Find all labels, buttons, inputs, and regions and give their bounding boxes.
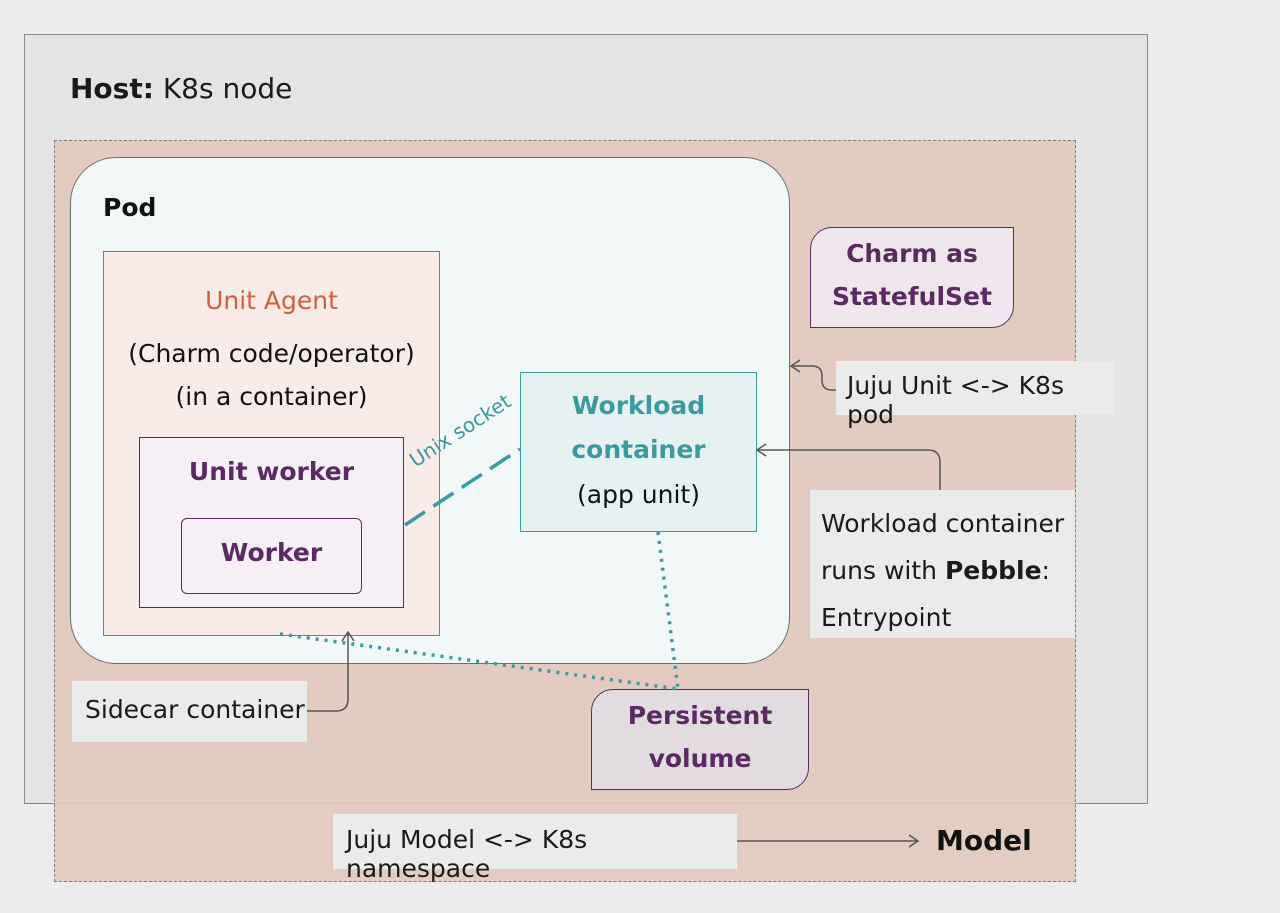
charm-label-line1: Charm as	[846, 239, 978, 268]
worker-label: Worker	[220, 538, 323, 567]
workload-title-line2: container	[571, 435, 706, 464]
persistent-volume-line2: volume	[648, 744, 752, 773]
persistent-volume-box	[591, 689, 809, 790]
charm-statefulset-box	[810, 227, 1014, 328]
volume-link-workload	[656, 531, 680, 690]
note-unit-pod: Juju Unit <-> K8s pod	[836, 361, 1114, 429]
workload-subtitle: (app unit)	[577, 480, 700, 509]
arrow-unit-to-pod	[792, 365, 836, 391]
workload-container-box	[520, 372, 757, 532]
note-workload-line2: runs with Pebble:	[821, 556, 1050, 585]
note-workload-line1: Workload container	[821, 509, 1065, 538]
unit-agent-subtitle-charm-code: (Charm code/operator)	[128, 339, 415, 368]
unit-worker-title: Unit worker	[188, 457, 355, 486]
charm-label-line2: StatefulSet	[832, 282, 992, 311]
workload-title-line1: Workload	[571, 391, 706, 420]
arrow-pebble-to-workload	[758, 449, 941, 490]
arrowhead-namespace-to-model	[908, 834, 920, 848]
model-label: Model	[936, 824, 1032, 857]
note-model-namespace: Juju Model <-> K8s namespace	[333, 814, 737, 883]
unit-agent-title: Unit Agent	[205, 286, 338, 315]
worker-box	[181, 518, 362, 594]
note-workload-pebble: Workload container runs with Pebble: Entry…	[810, 490, 1075, 638]
arrowhead-pebble-to-workload	[755, 443, 767, 457]
arrowhead-unit-to-pod	[789, 359, 801, 373]
unit-agent-subtitle-container: (in a container)	[175, 382, 368, 411]
arrowhead-sidecar-to-agent	[341, 630, 355, 642]
note-workload-line3: Entrypoint	[821, 603, 952, 632]
persistent-volume-line1: Persistent	[627, 701, 773, 730]
volume-link-agent	[279, 632, 679, 691]
note-sidecar: Sidecar container	[72, 681, 307, 742]
arrow-sidecar-to-agent	[307, 633, 349, 712]
unix-socket-link	[404, 447, 521, 527]
pod-title: Pod	[103, 193, 157, 222]
host-title: Host: K8s node	[70, 72, 293, 105]
